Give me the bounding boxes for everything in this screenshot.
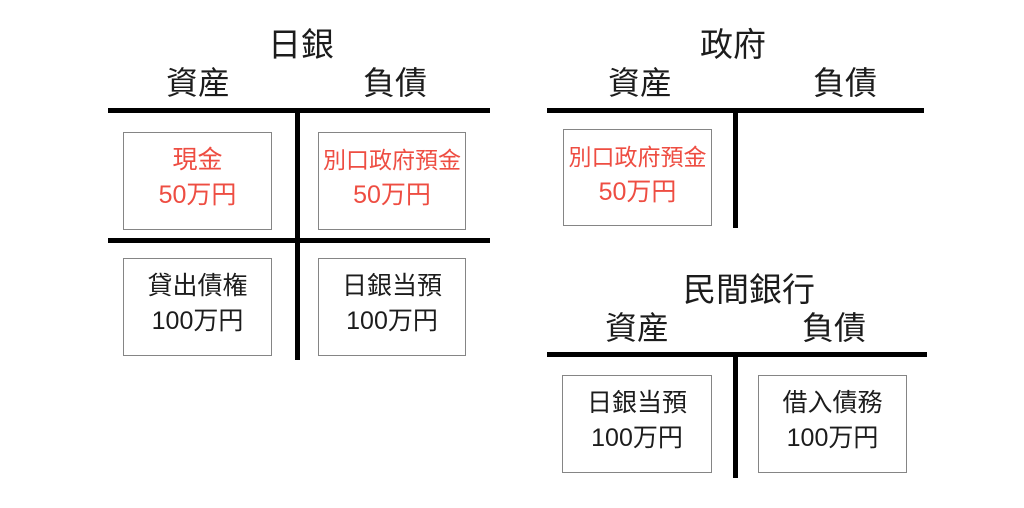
boj-center-divider [295,108,300,360]
account-title-government: 政府 [700,26,766,63]
account-title-boj: 日銀 [268,26,334,63]
entry-box-loan-claims: 貸出債権 100万円 [123,258,272,356]
entry-amount: 50万円 [353,181,431,209]
account-title-private-bank: 民間銀行 [683,271,815,308]
entry-amount: 50万円 [158,181,237,209]
liabilities-column-header-government: 負債 [812,65,878,101]
entry-box-bekko-government-deposit-government: 別口政府預金 50万円 [563,129,712,226]
government-center-divider [733,108,738,228]
entry-box-cash: 現金 50万円 [123,132,272,230]
entry-amount: 100万円 [346,307,438,335]
entry-label: 日銀当預 [341,272,442,300]
liabilities-column-header-boj: 負債 [362,65,428,101]
boj-middle-rule [108,238,490,243]
entry-label: 現金 [172,146,223,174]
entry-amount: 100万円 [786,424,879,452]
entry-amount: 50万円 [598,177,677,206]
assets-column-header-government: 資産 [607,65,673,101]
entry-label: 貸出債権 [147,272,248,300]
entry-box-borrowed-debt: 借入債務 100万円 [758,375,907,473]
liabilities-column-header-private-bank: 負債 [801,310,867,346]
entry-label: 別口政府預金 [568,143,707,170]
entry-box-bekko-government-deposit-boj: 別口政府預金 50万円 [318,132,466,230]
entry-label: 借入債務 [782,389,883,417]
entry-amount: 100万円 [151,307,244,335]
assets-column-header-private-bank: 資産 [604,310,670,346]
entry-amount: 100万円 [591,424,683,452]
assets-column-header-boj: 資産 [165,65,231,101]
entry-box-boj-current-account-boj: 日銀当預 100万円 [318,258,466,356]
entry-label: 別口政府預金 [323,147,461,173]
entry-label: 日銀当預 [586,389,687,417]
entry-box-boj-current-account-private-bank: 日銀当預 100万円 [562,375,712,473]
private-bank-center-divider [733,352,738,478]
